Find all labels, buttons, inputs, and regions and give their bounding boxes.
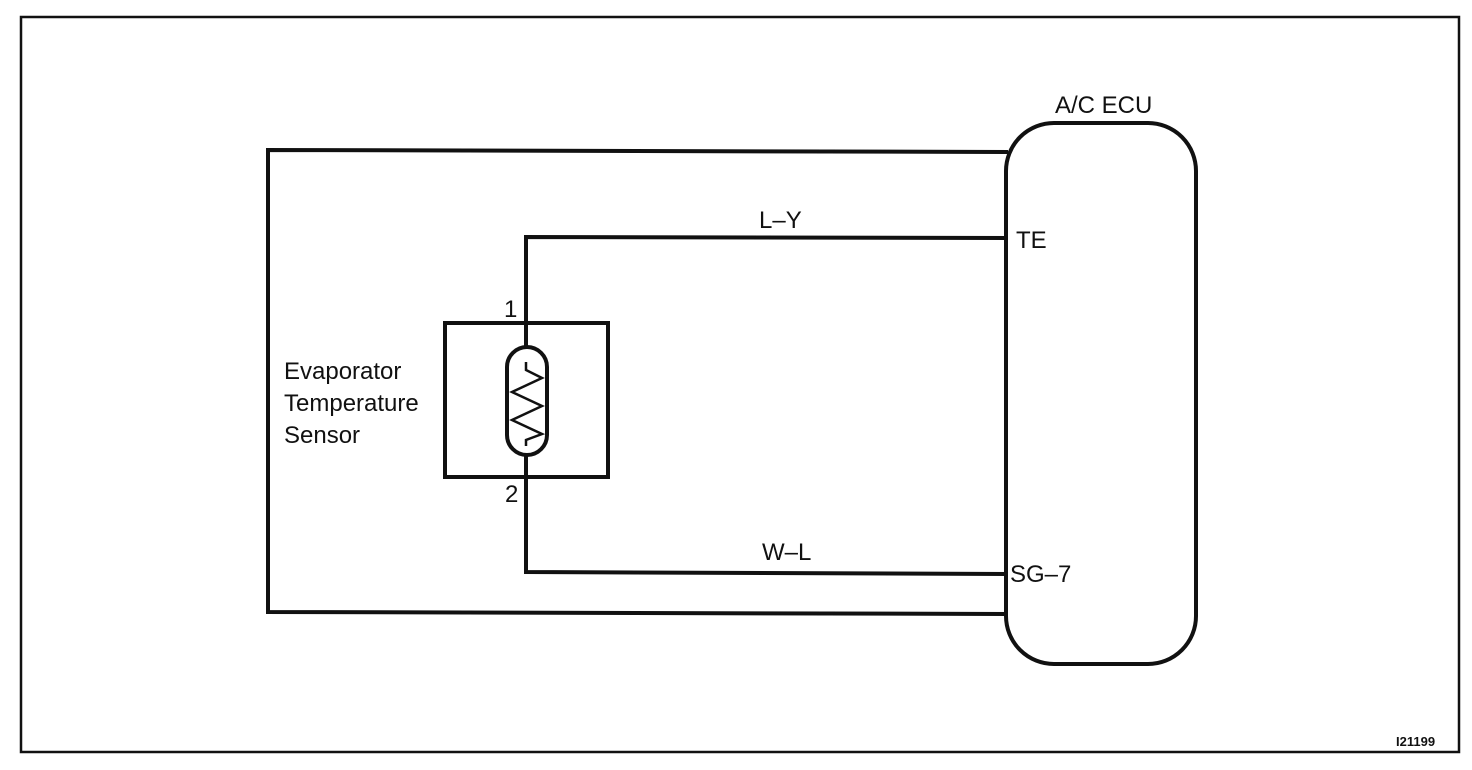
sensor-housing [443,321,610,479]
sensor-pin-1-label: 1 [504,296,517,323]
terminal-te-label: TE [1016,227,1047,254]
diagram-frame [19,15,1461,754]
sensor-label-line-3: Sensor [284,422,360,449]
terminal-sg7-label: SG–7 [1010,561,1071,588]
ecu-label: A/C ECU [1055,92,1152,119]
wire-color-w-l-label: W–L [762,539,811,566]
figure-id: I21199 [1396,734,1435,749]
body-ground-wire [266,147,1009,617]
wire-color-l-y-label: L–Y [759,207,802,234]
ac-ecu-box [1004,121,1198,666]
sensor-pin-2-label: 2 [505,481,518,508]
thermistor-capsule [505,345,549,457]
sensor-label-line-2: Temperature [284,390,419,417]
thermistor-resistor-icon [509,362,546,446]
wire-w-l [524,453,1009,577]
wire-l-y [524,234,1009,347]
sensor-label-line-1: Evaporator [284,358,401,385]
